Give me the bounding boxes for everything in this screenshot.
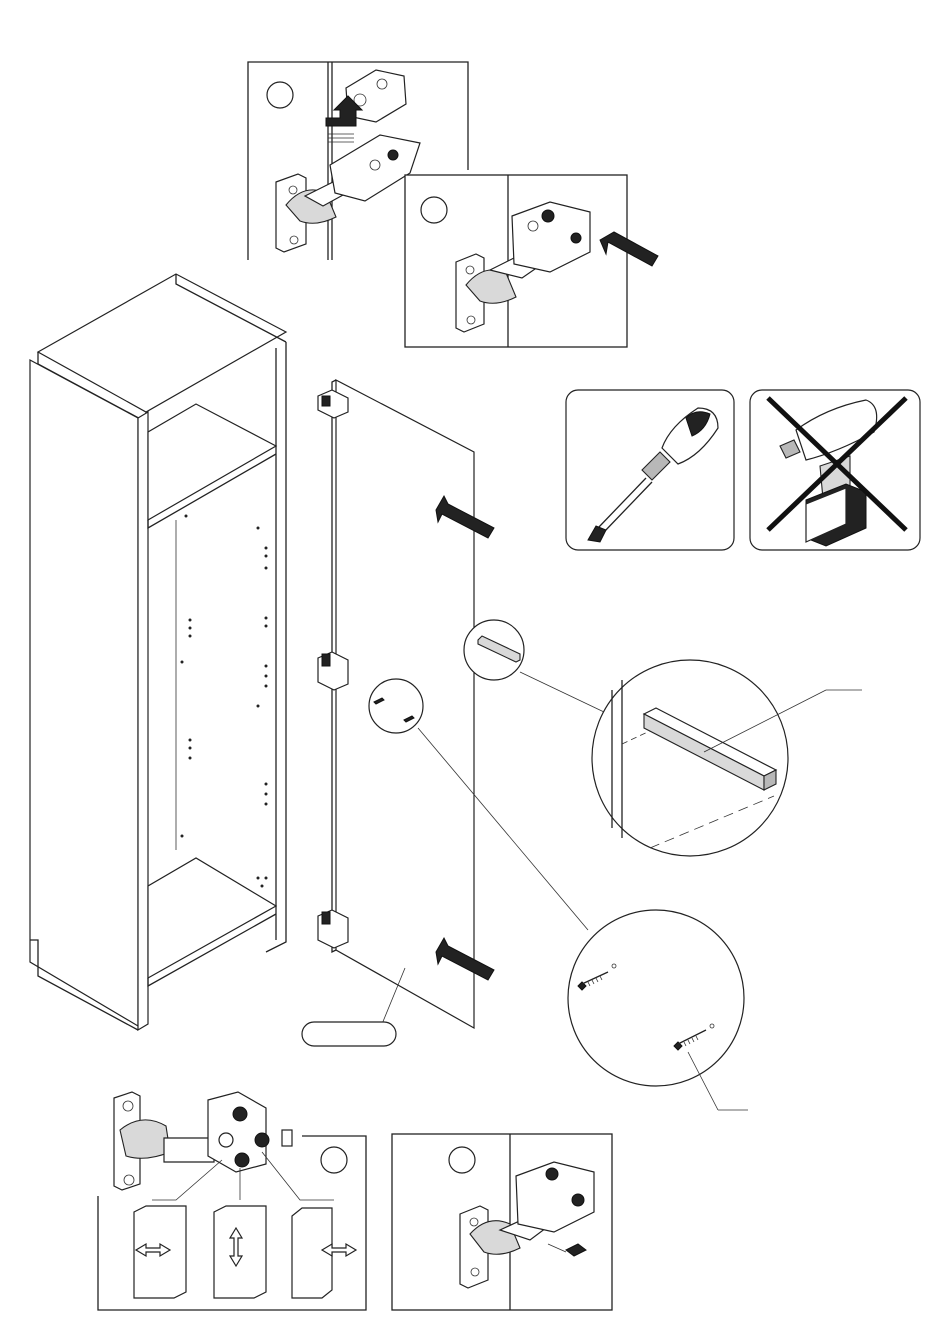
step-number-badge — [267, 82, 293, 108]
panel-hinge-adjustment — [98, 1092, 366, 1310]
adjustment-card-vertical — [214, 1206, 266, 1298]
detail-circle-bumper — [464, 620, 604, 712]
door-hinge-middle — [318, 652, 348, 690]
door-hinge-bottom — [318, 910, 348, 948]
cabinet-body — [30, 274, 286, 1030]
forbidden-tool-box — [750, 390, 920, 550]
panel-hinge-screwed — [392, 1134, 612, 1310]
part-label-callout — [302, 1022, 396, 1046]
step-number-badge — [421, 197, 447, 223]
magnified-bumper — [592, 660, 862, 856]
panel-hinge-lock — [405, 175, 658, 347]
adjustment-card-sideways — [134, 1206, 186, 1298]
step-number-badge — [449, 1147, 475, 1173]
allowed-tool-box — [566, 390, 734, 550]
magnified-screws — [568, 910, 748, 1110]
step-number-badge — [321, 1147, 347, 1173]
adjustment-card-depth — [292, 1208, 356, 1298]
